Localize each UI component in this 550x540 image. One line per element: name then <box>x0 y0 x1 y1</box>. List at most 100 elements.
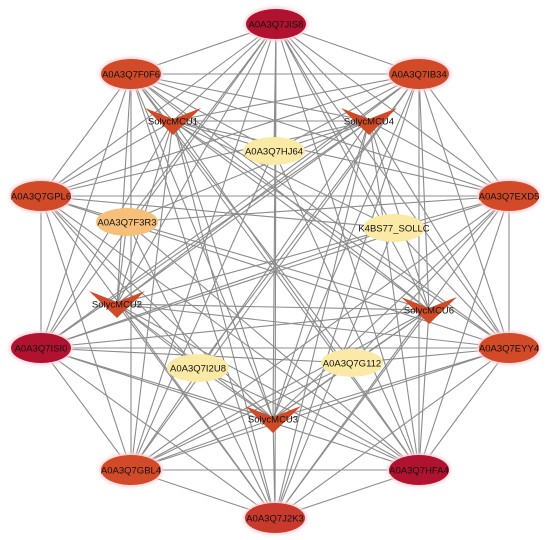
edge <box>274 309 430 519</box>
node-a0a3q7gpl6[interactable]: A0A3Q7GPL6 <box>9 179 73 213</box>
node-a0a3q7hfa4[interactable]: A0A3Q7HFA4 <box>387 453 451 487</box>
edge <box>130 73 430 311</box>
edge <box>130 120 174 471</box>
edge <box>274 120 370 519</box>
node-a0a3q7eyy4[interactable]: A0A3Q7EYY4 <box>477 331 541 365</box>
edge <box>40 73 132 197</box>
edge <box>418 73 510 197</box>
node-label: SolycMCU2 <box>92 300 142 311</box>
node-a0a3q7ib34[interactable]: A0A3Q7IB34 <box>387 57 451 91</box>
edge <box>172 120 420 471</box>
edge <box>40 120 370 349</box>
node-layer: A0A3Q7JIS8A0A3Q7IB34A0A3Q7EXD5A0A3Q7EYY4… <box>9 7 541 535</box>
node-shape <box>389 455 449 485</box>
edge <box>275 23 370 122</box>
edge <box>40 73 132 349</box>
edge <box>40 309 430 349</box>
edge <box>172 120 274 420</box>
node-solycmcu6[interactable]: SolycMCU6 <box>401 297 457 324</box>
edge <box>273 150 420 471</box>
edge <box>116 303 276 519</box>
node-shape <box>479 333 539 363</box>
node-shape <box>363 214 425 242</box>
node-shape <box>89 291 145 318</box>
node-shape <box>11 333 71 363</box>
node-a0a3q7f0f6[interactable]: A0A3Q7F0F6 <box>99 57 163 91</box>
edge <box>172 73 420 122</box>
edge <box>197 367 420 471</box>
node-shape <box>341 108 397 135</box>
node-solycmcu4[interactable]: SolycMCU4 <box>341 108 397 135</box>
node-a0a3q7isi0[interactable]: A0A3Q7ISI0 <box>9 331 73 365</box>
edge <box>275 23 430 311</box>
node-label: A0A3Q7JIS8 <box>249 20 304 31</box>
node-solycmcu1[interactable]: SolycMCU1 <box>145 108 201 135</box>
edge <box>275 23 420 471</box>
edge <box>116 303 420 471</box>
node-label: SolycMCU3 <box>248 415 298 426</box>
node-a0a3q7exd5[interactable]: A0A3Q7EXD5 <box>477 179 541 213</box>
node-shape <box>401 297 457 324</box>
node-a0a3q7j2k3[interactable]: A0A3Q7J2K3 <box>243 501 307 535</box>
edge <box>272 120 370 420</box>
edge <box>130 73 510 197</box>
node-label: A0A3Q7I2U8 <box>170 364 226 375</box>
edge <box>272 347 510 420</box>
edge <box>418 347 510 471</box>
edge <box>126 221 420 471</box>
edge <box>40 347 276 519</box>
node-shape <box>321 349 383 377</box>
node-shape <box>101 59 161 89</box>
edge <box>275 23 395 229</box>
edge <box>274 73 420 519</box>
edge <box>40 120 174 197</box>
edge <box>126 120 370 223</box>
node-label: SolycMCU4 <box>344 117 394 128</box>
node-label: A0A3Q7HFA4 <box>389 466 449 477</box>
edge <box>172 23 277 122</box>
node-solycmcu2[interactable]: SolycMCU2 <box>89 291 145 318</box>
edge <box>393 227 510 349</box>
node-a0a3q7f3r3[interactable]: A0A3Q7F3R3 <box>96 208 158 236</box>
edge <box>351 195 510 364</box>
edge <box>130 73 274 420</box>
node-shape <box>145 108 201 135</box>
edge <box>40 227 395 349</box>
edge <box>40 347 274 420</box>
edge <box>40 120 174 349</box>
edge <box>116 303 430 311</box>
node-a0a3q7i2u8[interactable]: A0A3Q7I2U8 <box>167 354 229 382</box>
edge <box>172 120 276 519</box>
node-solycmcu3[interactable]: SolycMCU3 <box>245 406 301 433</box>
node-shape <box>245 406 301 433</box>
node-label: A0A3Q7EXD5 <box>479 192 540 203</box>
edge <box>130 73 275 152</box>
node-shape <box>243 137 305 165</box>
edge <box>172 120 430 311</box>
edge <box>40 195 420 471</box>
node-label: A0A3Q7J2K3 <box>246 514 304 525</box>
edge <box>273 23 277 152</box>
node-label: A0A3Q7GBL4 <box>101 466 161 477</box>
node-k4bs77-sollc[interactable]: K4BS77_SOLLC <box>358 214 430 242</box>
edge <box>40 347 420 471</box>
node-label: A0A3Q7F0F6 <box>102 70 160 81</box>
node-shape <box>11 181 71 211</box>
edge <box>116 195 510 305</box>
node-label: A0A3Q7G112 <box>323 359 381 370</box>
node-label: SolycMCU1 <box>148 117 198 128</box>
edge-layer <box>40 23 510 519</box>
node-label: A0A3Q7GPL6 <box>11 192 71 203</box>
edge <box>116 73 132 305</box>
edge <box>368 120 510 349</box>
node-a0a3q7hj64[interactable]: A0A3Q7HJ64 <box>243 137 305 165</box>
node-a0a3q7g112[interactable]: A0A3Q7G112 <box>321 349 383 377</box>
node-shape <box>245 503 305 533</box>
node-a0a3q7gbl4[interactable]: A0A3Q7GBL4 <box>99 453 163 487</box>
node-a0a3q7jis8[interactable]: A0A3Q7JIS8 <box>244 7 308 41</box>
edge <box>40 23 277 349</box>
edge <box>130 362 353 471</box>
edge <box>172 120 510 349</box>
node-label: A0A3Q7ISI0 <box>15 344 68 355</box>
